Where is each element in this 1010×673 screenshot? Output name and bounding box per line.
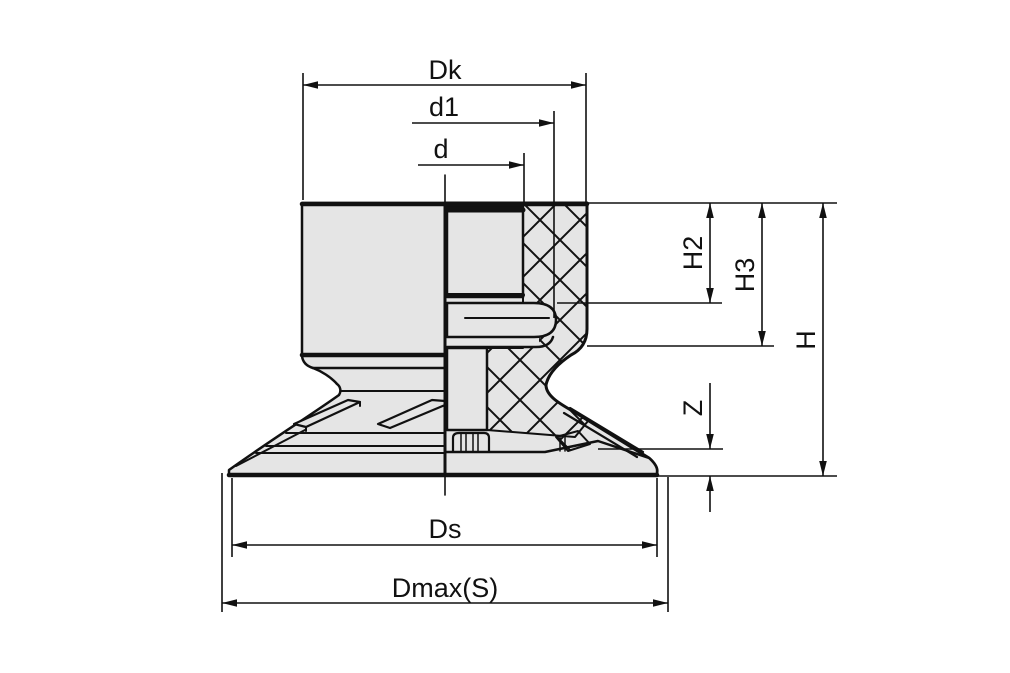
cup-right-section xyxy=(443,201,659,477)
dim-h2 xyxy=(706,203,714,303)
inner-sleeve xyxy=(445,346,491,454)
dimension-labels: Dk d1 d H2 H3 H Z Ds Dmax(S) xyxy=(392,55,821,603)
dim-label-d1: d1 xyxy=(429,92,459,122)
dim-label-ds: Ds xyxy=(429,514,462,544)
dim-label-z: Z xyxy=(678,400,708,417)
dim-label-h2: H2 xyxy=(678,236,708,271)
dim-label-h3: H3 xyxy=(730,258,760,293)
dim-label-h: H xyxy=(791,330,821,350)
dim-dk xyxy=(303,81,586,89)
dim-ds xyxy=(232,541,657,549)
dim-h xyxy=(819,203,827,476)
fitting-insert xyxy=(444,205,526,299)
flange-tongues xyxy=(445,301,558,349)
cup-body xyxy=(226,174,660,496)
lip-edge-outer xyxy=(568,406,645,454)
dim-d xyxy=(418,161,524,169)
dimensions xyxy=(221,73,837,612)
dim-h3 xyxy=(758,203,766,346)
dim-d1 xyxy=(412,119,554,127)
dim-label-dmax: Dmax(S) xyxy=(392,573,499,603)
dim-z xyxy=(706,383,714,512)
dim-dmax xyxy=(222,599,668,607)
dim-label-dk: Dk xyxy=(429,55,462,85)
dim-label-d: d xyxy=(433,134,448,164)
cup-left-exterior xyxy=(227,201,448,477)
